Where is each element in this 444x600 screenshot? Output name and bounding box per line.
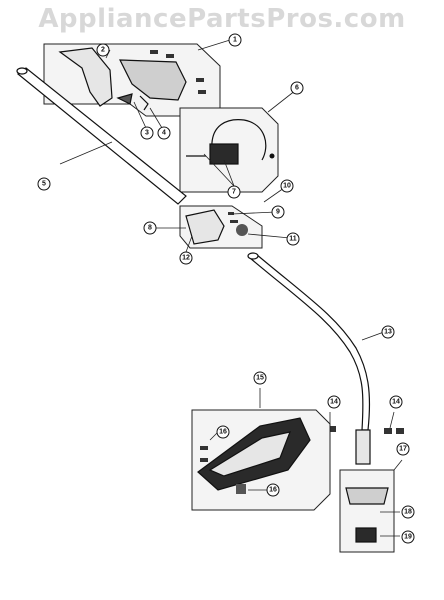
handle-cover-part [119,59,187,101]
guard-blade-part [236,484,246,494]
upper-shaft-part [16,67,187,205]
coupler-pin [228,212,234,215]
fastener-right-part-1 [384,428,392,434]
callout-10: 10 [280,179,294,193]
guard-screw-2 [200,458,208,462]
callout-11: 11 [286,232,300,246]
spool-panel [339,469,395,553]
callout-6: 6 [290,81,304,95]
callout-16-bottom: 16 [266,483,280,497]
svg-text:7: 7 [232,189,236,196]
guard-inner [208,431,291,477]
svg-text:11: 11 [289,236,297,243]
spool-part [355,527,377,543]
svg-text:12: 12 [182,255,190,262]
fastener-right-part-2 [396,428,404,434]
svg-text:8: 8 [148,225,152,232]
svg-text:6: 6 [295,85,299,92]
callout-8: 8 [143,221,157,235]
lower-shaft-part [247,252,371,465]
svg-text:14: 14 [330,399,338,406]
switch-spring-part [139,95,149,111]
guard-panel [191,409,331,511]
svg-text:9: 9 [276,209,280,216]
callout-4: 4 [157,126,171,140]
aux-handle-panel [179,107,279,193]
callout-14-right: 14 [389,395,403,409]
coupler-knob [236,224,248,236]
site-watermark: AppliancePartsPros.com [38,4,406,34]
svg-text:1: 1 [233,37,237,44]
callout-3: 3 [140,126,154,140]
aux-handle-loop [211,119,267,161]
handle-screw-2 [166,54,174,58]
coupler-part [185,209,225,245]
svg-text:10: 10 [283,183,291,190]
svg-text:19: 19 [404,534,412,541]
callout-7: 7 [227,185,241,199]
aux-handle-nut [269,153,275,159]
callout-5: 5 [37,177,51,191]
svg-text:13: 13 [384,329,392,336]
coupler-screw [230,220,238,223]
fastener-left-part [328,426,336,432]
callout-17: 17 [396,442,410,456]
callout-2: 2 [96,43,110,57]
callout-16-top: 16 [216,425,230,439]
svg-text:14: 14 [392,399,400,406]
handle-housing-part [58,47,113,107]
handle-screw-3 [196,78,204,82]
svg-text:5: 5 [42,181,46,188]
callout-18: 18 [401,505,415,519]
callout-12: 12 [179,251,193,265]
trigger-part [116,93,133,105]
callout-19: 19 [401,530,415,544]
spool-housing-part [345,487,389,505]
svg-text:15: 15 [256,375,264,382]
callout-13: 13 [381,325,395,339]
coupler-panel [179,205,263,249]
handle-screw-4 [198,90,206,94]
svg-text:16: 16 [269,487,277,494]
svg-text:17: 17 [399,446,407,453]
svg-text:16: 16 [219,429,227,436]
svg-text:18: 18 [404,509,412,516]
handle-screw-1 [150,50,158,54]
guard-screw-1 [200,446,208,450]
callout-15: 15 [253,371,267,385]
callout-14-left: 14 [327,395,341,409]
svg-text:2: 2 [101,47,105,54]
callout-9: 9 [271,205,285,219]
svg-text:3: 3 [145,130,149,137]
aux-handle-clamp [209,143,239,165]
svg-text:4: 4 [162,130,166,137]
callout-1: 1 [228,33,242,47]
